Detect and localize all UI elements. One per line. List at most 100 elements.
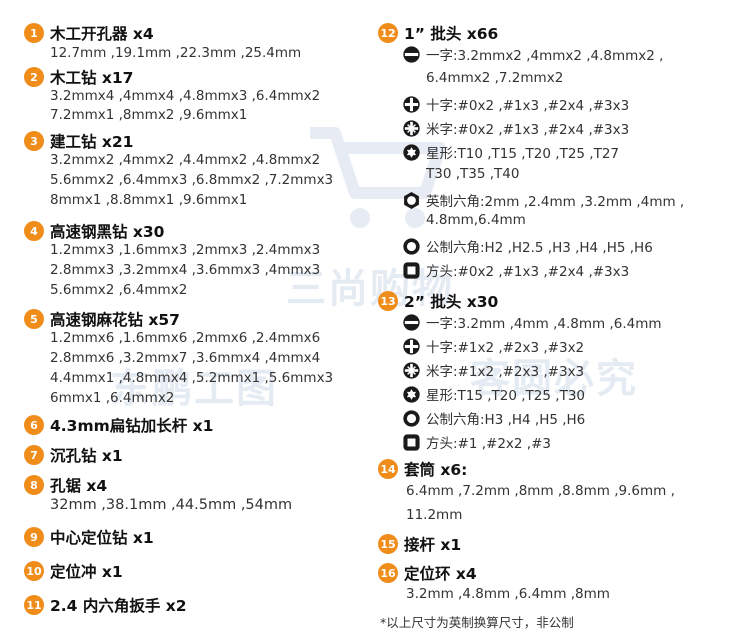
spec-line: 5.6mmx2 ,6.4mmx2 [50,282,188,298]
item-number-badge: 12 [378,23,398,43]
spec-line: 1.2mmx3 ,1.6mmx3 ,2mmx3 ,2.4mmx3 [50,242,321,258]
item-number-badge: 1 [24,23,44,43]
item-number-badge: 8 [24,475,44,495]
spec-line: 3.2mm ,4.8mm ,6.4mm ,8mm [406,586,610,602]
item-number-badge: 7 [24,445,44,465]
spec-line: 1.2mmx6 ,1.6mmx6 ,2mmx6 ,2.4mmx6 [50,330,321,346]
bit-spec: 公制六角:H2 ,H2.5 ,H3 ,H4 ,H5 ,H6 [426,240,653,256]
item-title: 高速钢麻花钻 x57 [50,311,180,329]
item-title: 高速钢黑钻 x30 [50,223,165,241]
item-title: 套筒 x6: [404,461,468,479]
item-title: 木工钻 x17 [50,69,134,87]
item-title: 2” 批头 x30 [404,293,499,311]
hex-metric-bit-icon [403,237,420,255]
item-heading: 1 木工开孔器 x4 [24,22,154,44]
spec-line: 4.4mmx1 ,4.8mmx4 ,5.2mmx1 ,5.6mmx3 [50,370,334,386]
item-number-badge: 15 [378,534,398,554]
item-number-badge: 3 [24,131,44,151]
bit-spec: 米字:#1x2 ,#2x3 ,#3x3 [426,364,585,380]
bit-spec: 方头:#1 ,#2x2 ,#3 [426,436,551,452]
pozidriv-bit-icon [403,361,420,379]
item-number-badge: 13 [378,291,398,311]
item-title: 中心定位钻 x1 [50,529,154,547]
footnote: *以上尺寸为英制换算尺寸，非公制 [380,615,574,630]
spec-line: 32mm ,38.1mm ,44.5mm ,54mm [50,497,293,513]
bit-row-phillips: 十字:#0x2 ,#1x3 ,#2x4 ,#3x3 [402,94,629,114]
bit-row-square: 方头:#1 ,#2x2 ,#3 [402,432,551,452]
item-number-badge: 5 [24,309,44,329]
bit-row-square: 方头:#0x2 ,#1x3 ,#2x4 ,#3x3 [402,260,629,280]
bit-row-phillips: 十字:#1x2 ,#2x3 ,#3x2 [402,336,584,356]
hex-metric-bit-icon [403,409,420,427]
torx-bit-icon [403,143,420,161]
item-title: 定位环 x4 [404,565,477,583]
torx-bit-icon [403,385,420,403]
spec-line: 7.2mmx1 ,8mmx2 ,9.6mmx1 [50,107,248,123]
item-title: 接杆 x1 [404,536,462,554]
item-heading: 12 1” 批头 x66 [378,22,498,44]
bit-row-slotted: 一字:3.2mmx2 ,4mmx2 ,4.8mmx2 , [402,44,663,64]
bit-spec: 英制六角:2mm ,2.4mm ,3.2mm ,4mm , [426,194,685,210]
bit-row-slotted: 一字:3.2mm ,4mm ,4.8mm ,6.4mm [402,312,662,332]
item-title: 木工开孔器 x4 [50,25,154,43]
item-number-badge: 2 [24,67,44,87]
bit-row-torx: 星形:T15 ,T20 ,T25 ,T30 [402,384,585,404]
bit-spec: 十字:#1x2 ,#2x3 ,#3x2 [426,340,585,356]
bit-row-pozidriv: 米字:#1x2 ,#2x3 ,#3x3 [402,360,584,380]
phillips-bit-icon [403,95,420,113]
item-heading: 11 2.4 内六角扳手 x2 [24,594,187,616]
item-heading: 5 高速钢麻花钻 x57 [24,308,180,330]
spec-line: 5.6mmx2 ,6.4mmx3 ,6.8mmx2 ,7.2mmx3 [50,172,334,188]
item-title: 建工钻 x21 [50,133,134,151]
item-heading: 10 定位冲 x1 [24,560,123,582]
bit-spec: 一字:3.2mm ,4mm ,4.8mm ,6.4mm [426,316,662,332]
item-title: 4.3mm扁钻加长杆 x1 [50,417,214,435]
spec-line: 4.8mm,6.4mm [426,212,526,228]
item-heading: 4 高速钢黑钻 x30 [24,220,164,242]
item-heading: 16 定位环 x4 [378,562,477,584]
bit-spec: 方头:#0x2 ,#1x3 ,#2x4 ,#3x3 [426,264,630,280]
spec-line: 6mmx1 ,6.4mmx2 [50,390,175,406]
spec-line: T30 ,T35 ,T40 [426,166,520,182]
phillips-bit-icon [403,337,420,355]
slotted-bit-icon [403,313,420,331]
bit-row-hex-inch: 英制六角:2mm ,2.4mm ,3.2mm ,4mm , [402,190,684,210]
item-title: 1” 批头 x66 [404,25,499,43]
bit-spec: 星形:T15 ,T20 ,T25 ,T30 [426,388,585,404]
item-title: 沉孔钻 x1 [50,447,123,465]
item-heading: 13 2” 批头 x30 [378,290,498,312]
bit-spec: 米字:#0x2 ,#1x3 ,#2x4 ,#3x3 [426,122,630,138]
item-heading: 3 建工钻 x21 [24,130,133,152]
item-number-badge: 16 [378,563,398,583]
item-heading: 6 4.3mm扁钻加长杆 x1 [24,414,213,436]
hex-inch-bit-icon [404,191,419,209]
item-number-badge: 4 [24,221,44,241]
item-heading: 2 木工钻 x17 [24,66,133,88]
item-number-badge: 11 [24,595,44,615]
item-title: 2.4 内六角扳手 x2 [50,597,187,615]
spec-line: 2.8mmx6 ,3.2mmx7 ,3.6mmx4 ,4mmx4 [50,350,321,366]
item-number-badge: 6 [24,415,44,435]
bit-spec: 一字:3.2mmx2 ,4mmx2 ,4.8mmx2 , [426,48,664,64]
spec-line: 6.4mm ,7.2mm ,8mm ,8.8mm ,9.6mm , [406,483,675,499]
item-number-badge: 9 [24,527,44,547]
bit-spec: 星形:T10 ,T15 ,T20 ,T25 ,T27 [426,146,620,162]
bit-spec: 公制六角:H3 ,H4 ,H5 ,H6 [426,412,586,428]
item-heading: 8 孔锯 x4 [24,474,107,496]
square-bit-icon [403,261,420,279]
pozidriv-bit-icon [403,119,420,137]
item-title: 定位冲 x1 [50,563,123,581]
square-bit-icon [403,433,420,451]
item-title: 孔锯 x4 [50,477,108,495]
item-number-badge: 14 [378,459,398,479]
item-heading: 7 沉孔钻 x1 [24,444,123,466]
spec-line: 6.4mmx2 ,7.2mmx2 [426,70,564,86]
bit-row-hex-metric: 公制六角:H2 ,H2.5 ,H3 ,H4 ,H5 ,H6 [402,236,653,256]
bit-row-hex-metric: 公制六角:H3 ,H4 ,H5 ,H6 [402,408,585,428]
item-heading: 9 中心定位钻 x1 [24,526,154,548]
spec-line: 11.2mm [406,507,463,523]
item-number-badge: 10 [24,561,44,581]
spec-line: 3.2mmx2 ,4mmx2 ,4.4mmx2 ,4.8mmx2 [50,152,321,168]
bit-row-pozidriv: 米字:#0x2 ,#1x3 ,#2x4 ,#3x3 [402,118,629,138]
bit-spec: 十字:#0x2 ,#1x3 ,#2x4 ,#3x3 [426,98,630,114]
